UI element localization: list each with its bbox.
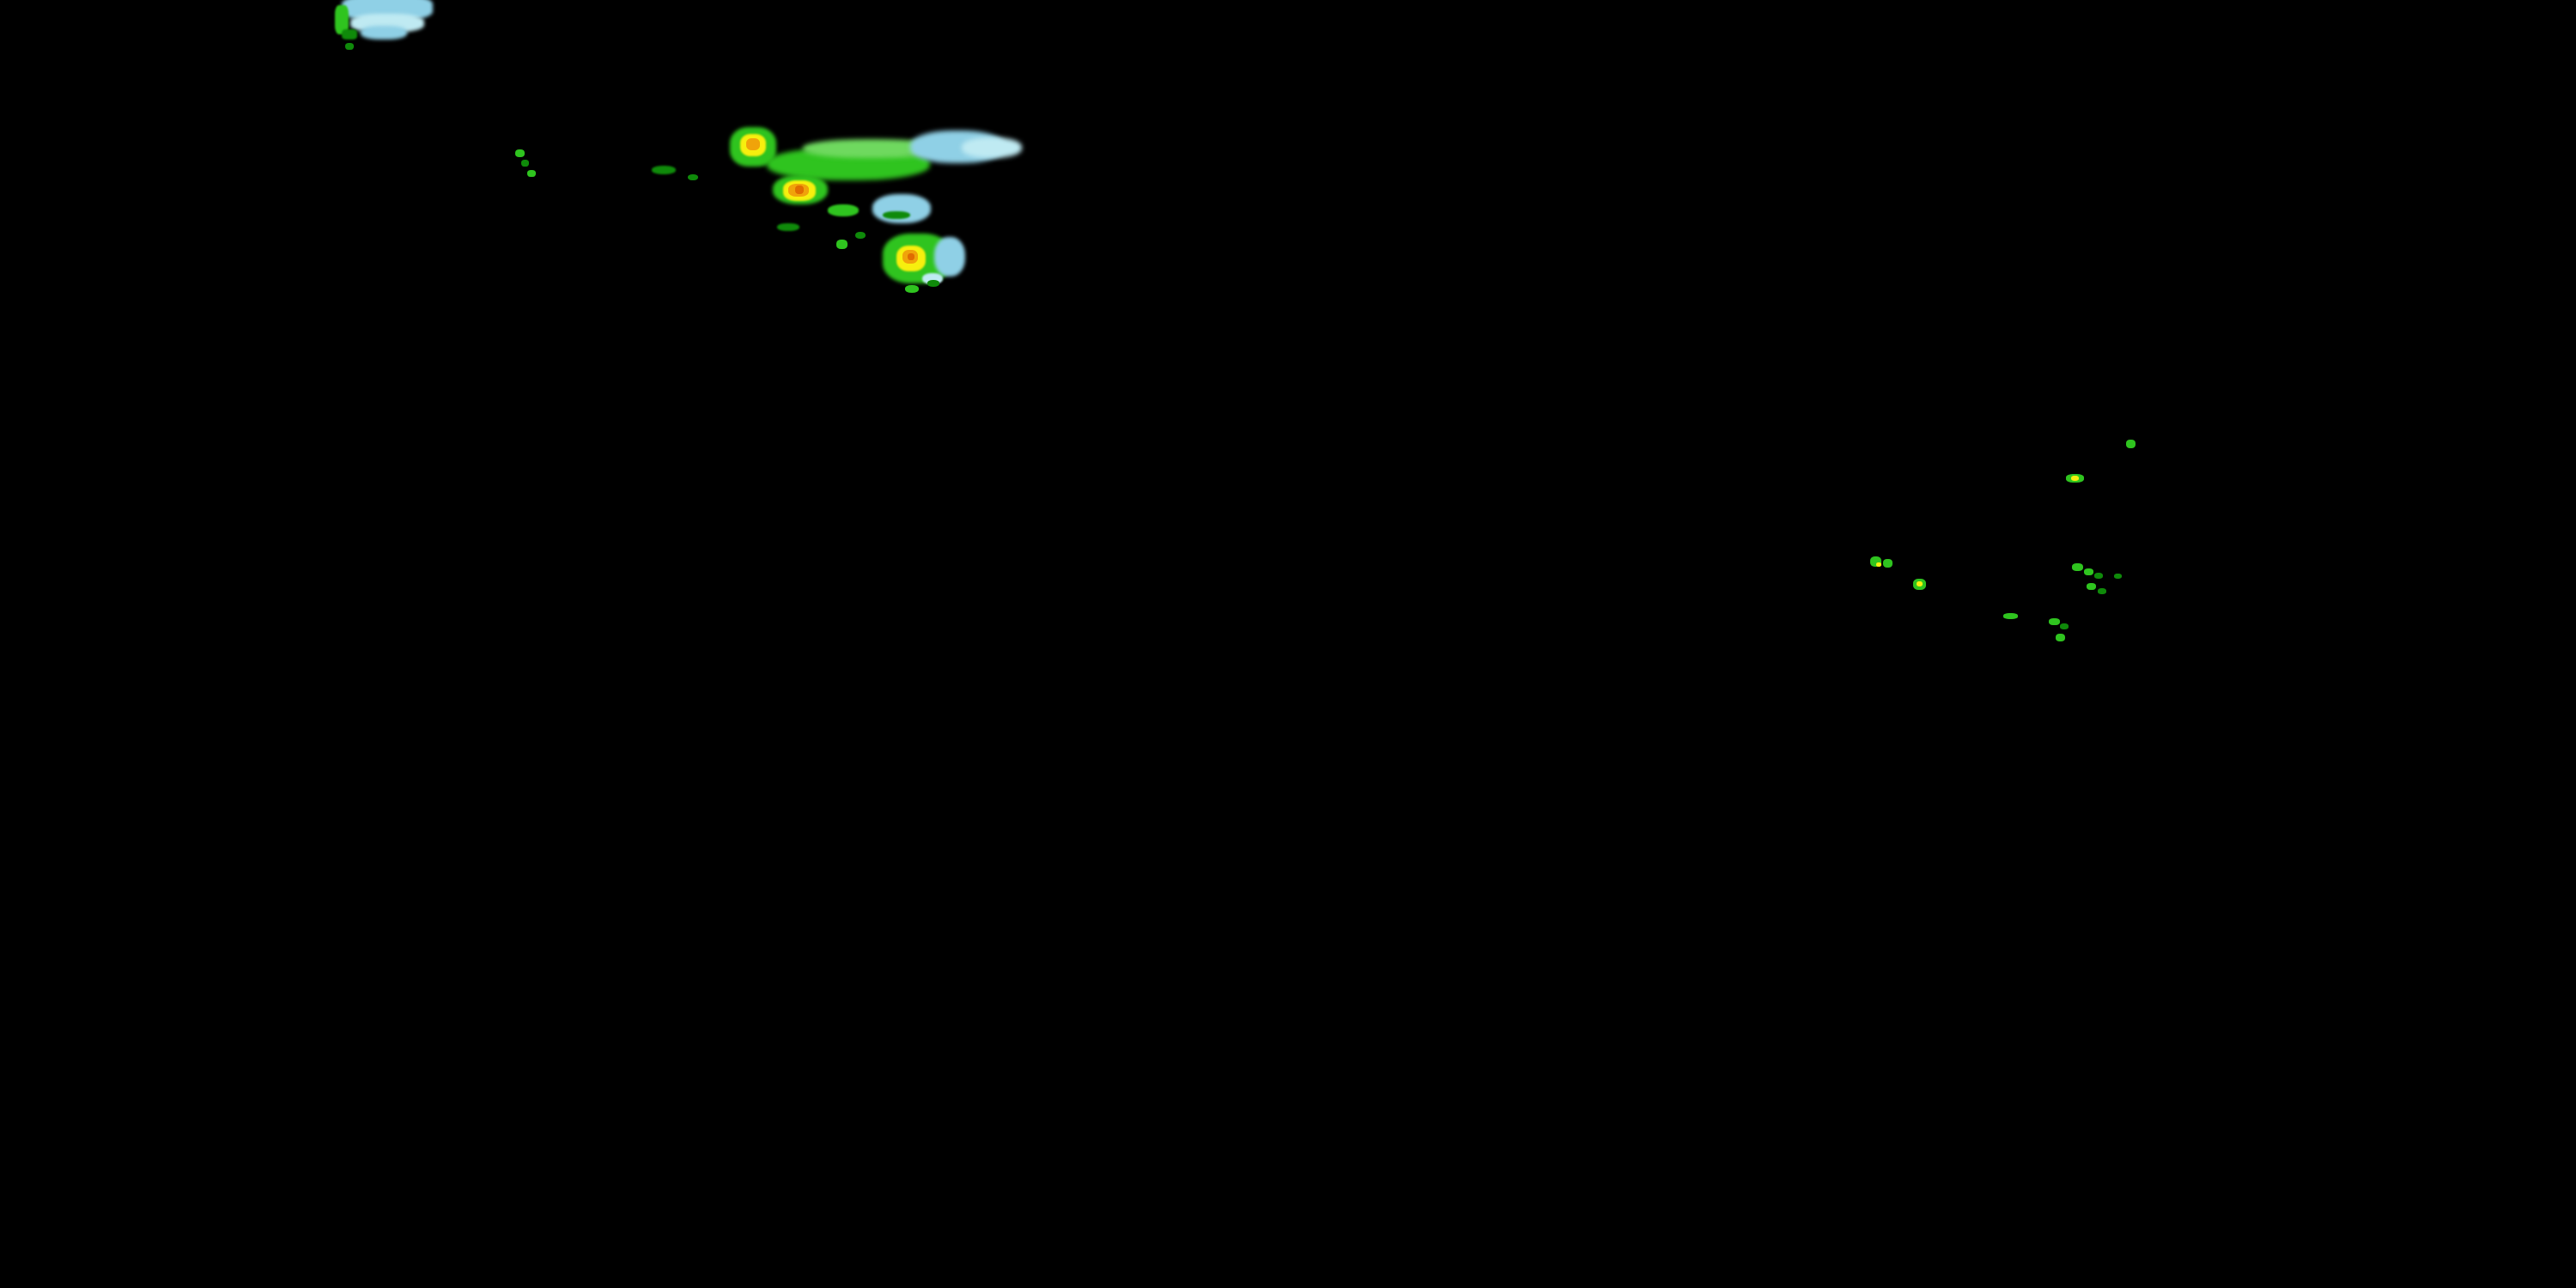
radar-cell <box>2126 440 2136 448</box>
radar-cell <box>2072 563 2083 571</box>
radar-cell <box>2071 476 2079 481</box>
radar-cell <box>767 148 930 180</box>
radar-cell <box>2098 588 2106 594</box>
radar-cell <box>872 194 931 223</box>
radar-cell <box>652 166 676 174</box>
radar-cell <box>1870 556 1881 567</box>
radar-cell <box>527 170 536 177</box>
radar-cell <box>1876 562 1881 567</box>
radar-cell <box>740 134 766 156</box>
radar-cell <box>905 285 919 293</box>
radar-cell <box>783 180 816 201</box>
radar-cell <box>922 273 943 284</box>
radar-cell <box>962 137 1022 158</box>
radar-cell <box>934 237 965 276</box>
radar-cell <box>2003 613 2018 619</box>
radar-cell <box>803 139 940 158</box>
radar-cell <box>2060 623 2069 629</box>
radar-cell <box>1917 581 1923 586</box>
radar-cell <box>335 5 349 34</box>
radar-cell <box>2094 573 2103 579</box>
radar-cell <box>2087 583 2096 590</box>
radar-cell <box>908 253 914 260</box>
radar-cell <box>773 175 828 204</box>
radar-cell <box>521 160 529 167</box>
radar-cell <box>795 185 804 194</box>
radar-cell <box>345 43 354 50</box>
radar-cell <box>2066 474 2084 483</box>
radar-cell <box>855 232 866 239</box>
radar-cell <box>730 127 776 167</box>
radar-cell <box>350 14 424 33</box>
radar-cell <box>883 234 951 283</box>
radar-cell <box>910 131 1005 163</box>
radar-cell <box>1883 559 1893 568</box>
radar-cell <box>777 223 799 231</box>
radar-cell <box>746 138 760 150</box>
radar-cell <box>836 240 848 249</box>
radar-cell <box>361 26 407 39</box>
radar-cell <box>342 29 357 39</box>
radar-cell <box>688 174 698 180</box>
radar-cell <box>515 149 525 157</box>
radar-cell <box>2084 568 2093 575</box>
radar-cell <box>927 280 939 287</box>
radar-cell <box>2056 634 2065 641</box>
radar-cell <box>902 250 918 264</box>
radar-cell <box>342 0 433 21</box>
radar-cell <box>2114 574 2122 579</box>
radar-cell <box>828 204 859 216</box>
radar-cell <box>2049 618 2060 625</box>
radar-cell <box>883 211 910 219</box>
radar-cell <box>896 246 926 271</box>
radar-cell <box>788 184 809 197</box>
radar-cell <box>1913 579 1926 590</box>
